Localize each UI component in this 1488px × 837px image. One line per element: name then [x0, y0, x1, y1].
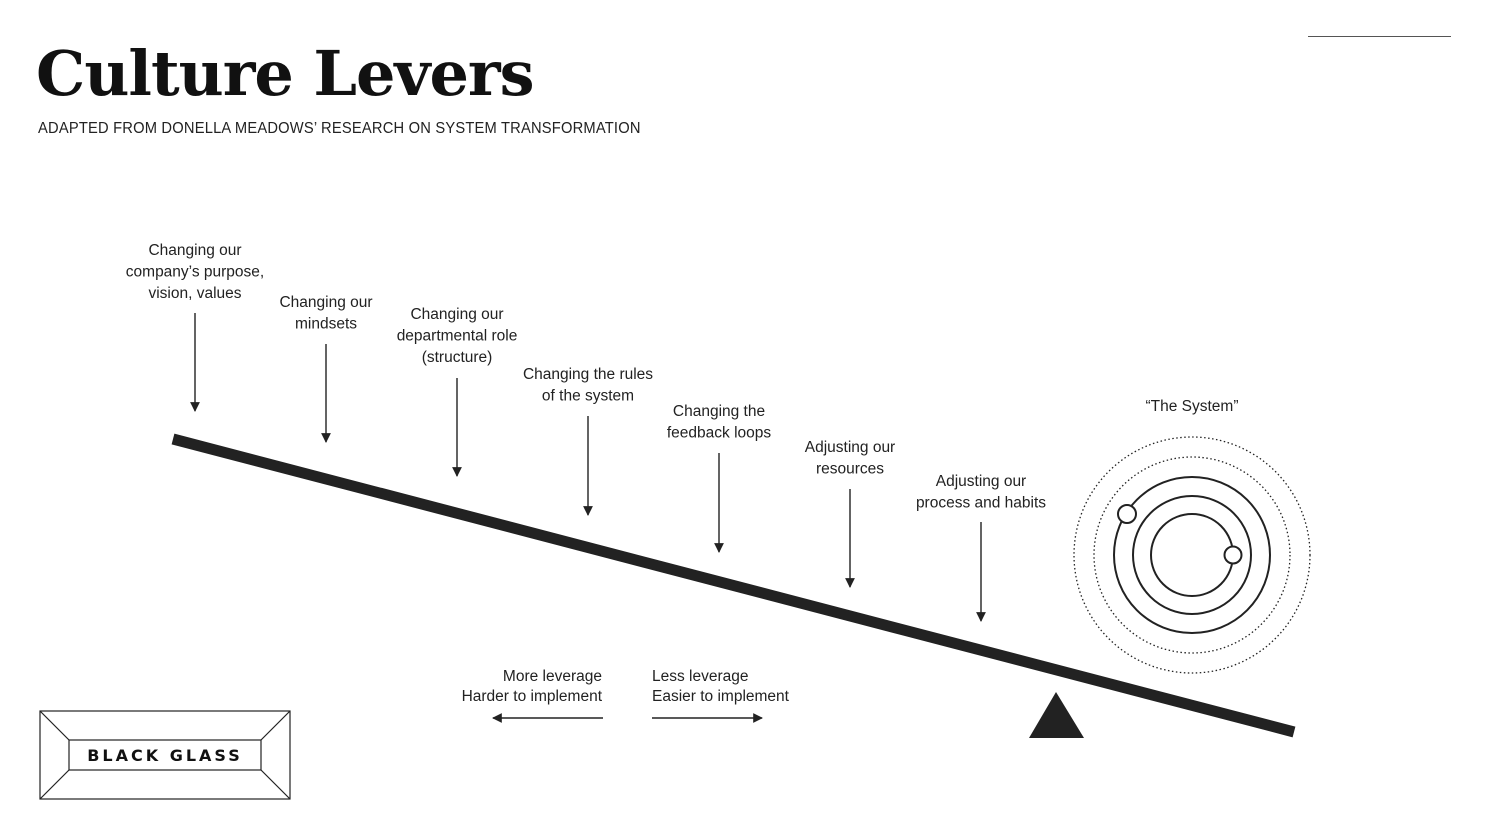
system-outer-ring — [1113, 476, 1271, 634]
system-node-right — [1223, 545, 1243, 565]
system-middle-ring — [1132, 495, 1252, 615]
lever-item: Adjusting our resources — [805, 439, 895, 588]
black-glass-logo: BLACK GLASS — [39, 710, 291, 800]
lever-item: Changing our departmental role (structure) — [397, 306, 518, 477]
leverage-legend: More leverage Harder to implement Less l… — [462, 668, 790, 723]
lever-label-line: Changing our — [410, 306, 503, 323]
lever-beam — [171, 433, 1296, 738]
lever-label-line: mindsets — [295, 316, 357, 333]
harder-to-implement-label: Harder to implement — [462, 688, 603, 705]
lever-item: Changing our company’s purpose, vision, va… — [126, 242, 264, 412]
easier-to-implement-label: Easier to implement — [652, 688, 790, 705]
lever-label-line: process and habits — [916, 495, 1046, 512]
page-title: Culture Levers — [36, 37, 534, 110]
lever-labels: Changing our company’s purpose, vision, va… — [126, 242, 1046, 622]
system-label: “The System” — [1145, 398, 1238, 415]
lever-label-line: feedback loops — [667, 425, 772, 442]
system-icon — [1073, 436, 1311, 674]
system-middle-dotted-ring — [1093, 456, 1291, 654]
logo-text: BLACK GLASS — [87, 746, 243, 765]
more-leverage-label: More leverage — [503, 668, 602, 685]
lever-label-line: vision, values — [148, 285, 241, 302]
lever-item: Changing the rules of the system — [523, 366, 653, 516]
lever-label-line: resources — [816, 461, 884, 478]
lever-item: Adjusting our process and habits — [916, 473, 1046, 622]
lever-label-line: Adjusting our — [936, 473, 1026, 490]
page-subtitle: ADAPTED FROM DONELLA MEADOWS’ RESEARCH O… — [38, 120, 641, 137]
lever-label-line: departmental role — [397, 328, 518, 345]
lever-label-line: Changing the — [673, 403, 765, 420]
lever-label-line: company’s purpose, — [126, 264, 264, 281]
lever-label-line: Adjusting our — [805, 439, 895, 456]
header-rule — [1308, 36, 1451, 37]
lever-label-line: of the system — [542, 388, 634, 405]
fulcrum — [1029, 692, 1084, 738]
lever-label-line: Changing our — [148, 242, 241, 259]
system-node-left — [1117, 504, 1137, 524]
lever-label-line: (structure) — [422, 349, 493, 366]
less-leverage-label: Less leverage — [652, 668, 749, 685]
lever-item: Changing our mindsets — [279, 294, 373, 443]
system-outer-dotted-ring — [1073, 436, 1311, 674]
lever-item: Changing the feedback loops — [667, 403, 772, 553]
lever-label-line: Changing our — [279, 294, 372, 311]
lever-label-line: Changing the rules — [523, 366, 653, 383]
system-inner-ring — [1150, 513, 1234, 597]
